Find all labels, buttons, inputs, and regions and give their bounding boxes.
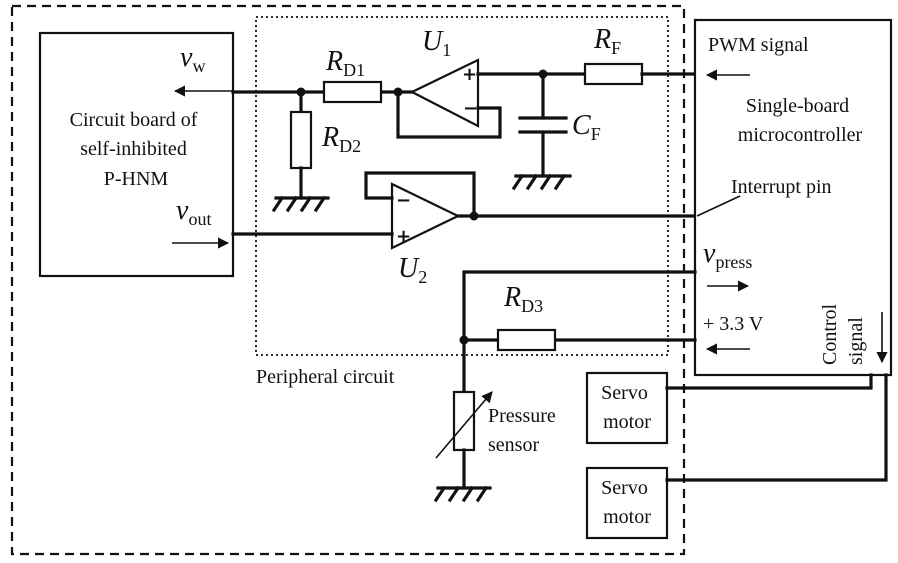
interrupt-leader [696, 195, 741, 217]
ground-sensor [433, 485, 492, 503]
u1-feedback-wire [396, 90, 502, 139]
u1-minus-sign: − [463, 98, 478, 119]
u2-plus-sign: + [396, 226, 411, 247]
rd1-label: RD1 [325, 46, 365, 80]
rd3-resistor [496, 328, 557, 352]
sensor-variable-arrow [435, 391, 493, 459]
circuit-board-label: Circuit board of self-inhibited P-HNM [70, 109, 203, 190]
u2-opamp [390, 182, 461, 250]
pwm-label: PWM signal [708, 34, 809, 56]
servo-motor-2 [585, 466, 669, 540]
pressure-sensor [452, 390, 476, 452]
cf-capacitor [518, 116, 568, 134]
u1-plus-sign: + [462, 64, 477, 85]
vw-label: vw [180, 42, 205, 76]
u1-opamp [409, 58, 480, 128]
u2-feedback-wire [364, 171, 476, 218]
vpress-wire [462, 270, 697, 342]
peripheral-circuit-boundary [255, 16, 669, 356]
rd3-label: RD3 [503, 282, 543, 316]
vpress-label: vpress [703, 238, 752, 272]
v33-label: + 3.3 V [703, 313, 764, 335]
servo-motor-1-label: Servo motor [601, 382, 653, 433]
rd1-resistor [322, 80, 383, 104]
mcu-block [693, 18, 893, 377]
servo-motor-1 [585, 371, 669, 445]
vout-label: vout [176, 195, 211, 229]
mcu-label: Single-board microcontroller [738, 95, 863, 146]
interrupt-label: Interrupt pin [731, 176, 832, 198]
control-signal-label: Control signal [819, 299, 867, 365]
servo-1-wire [665, 373, 873, 390]
rd2-resistor [289, 110, 313, 170]
pressure-sensor-label: Pressure sensor [488, 405, 561, 456]
ground-cf [511, 173, 572, 191]
peripheral-circuit-label: Peripheral circuit [256, 366, 395, 388]
u1-label: U1 [422, 26, 451, 60]
cf-label: CF [572, 110, 601, 144]
rf-label: RF [593, 24, 621, 58]
system-boundary [10, 4, 686, 556]
servo-motor-2-label: Servo motor [601, 477, 653, 528]
circuit-board-block [38, 31, 235, 278]
u2-minus-sign: − [396, 190, 411, 211]
servo-2-wire [665, 373, 888, 482]
u2-label: U2 [398, 253, 427, 287]
rd2-label: RD2 [321, 122, 361, 156]
rf-resistor [583, 62, 644, 86]
ground-rd2 [271, 195, 330, 213]
